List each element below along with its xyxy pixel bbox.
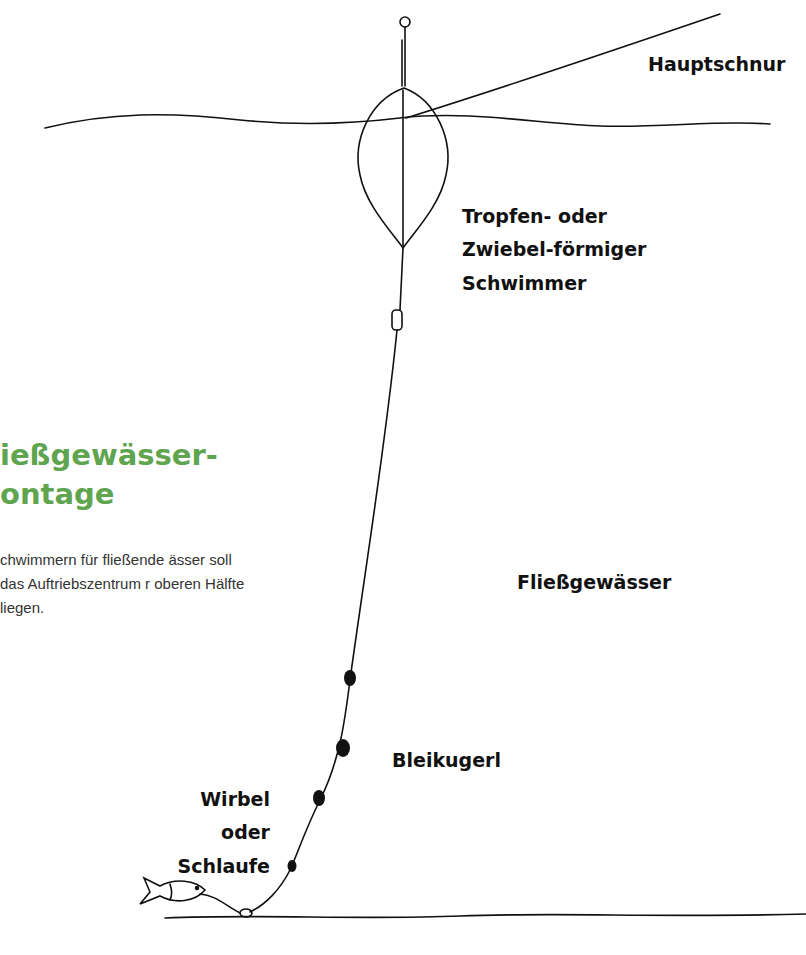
float-body [358,88,448,248]
leader-line [250,330,397,912]
shot-label: Bleikugerl [392,744,552,777]
split-shot [288,670,357,872]
float-tip [400,17,410,27]
float-antenna [404,27,406,86]
title: ießgewässer- ontage [0,436,240,514]
swivel-label: Wirbel oder Schlaufe [172,783,270,883]
bait-fish [140,878,205,904]
main-line-label: Hauptschnur [648,48,798,81]
bottom-swivel [240,909,252,917]
water-label: Fließgewässer [517,566,717,599]
river-bed [165,914,806,918]
note-text: chwimmern für fließende ässer soll das A… [0,548,250,620]
float-label: Tropfen- oder Zwiebel-förmiger Schwimmer [462,200,662,300]
float-swivel [392,310,402,330]
